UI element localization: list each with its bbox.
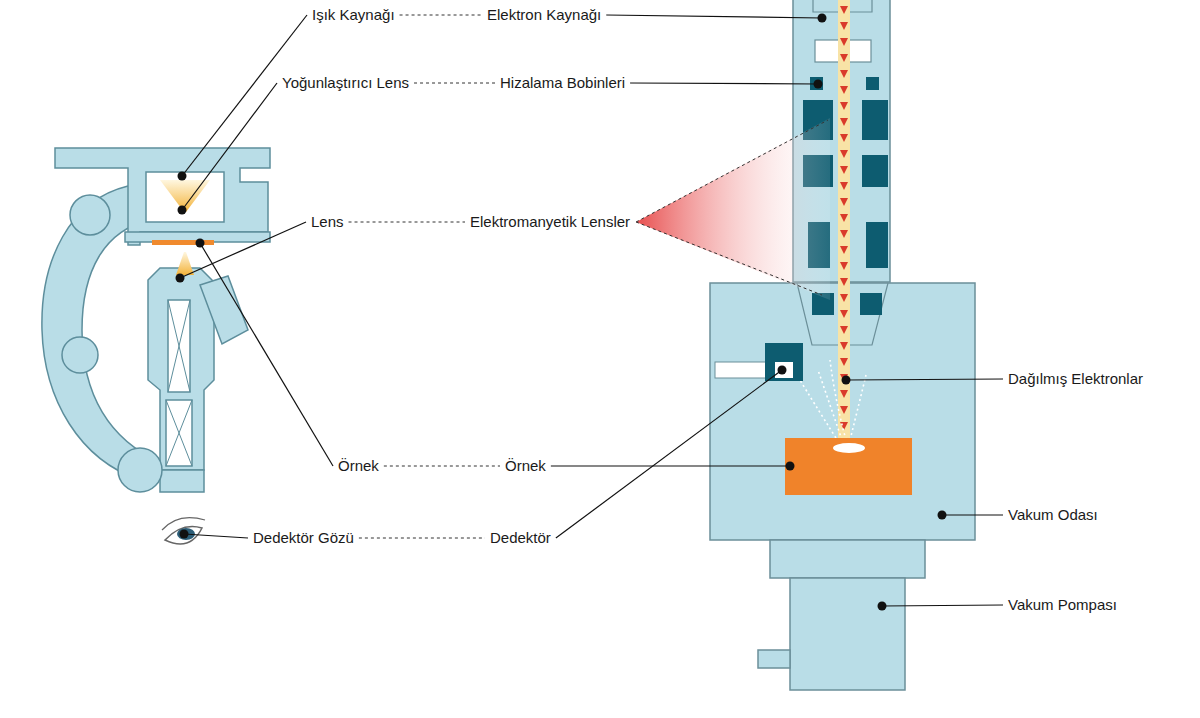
- part-label: Örnek: [505, 457, 546, 475]
- part-label: Elektron Kaynağı: [487, 6, 601, 24]
- knob: [118, 448, 162, 492]
- head: [55, 148, 270, 245]
- scattered-electrons: [800, 360, 866, 440]
- leader-line: [878, 602, 1004, 611]
- light-microscope: [42, 148, 270, 492]
- beam-arrows: [840, 6, 848, 430]
- leader-line: [180, 530, 249, 539]
- sample-slide: [152, 240, 214, 245]
- part-label: Dağılmış Elektronlar: [1008, 370, 1143, 388]
- vacuum-pump: [790, 578, 905, 690]
- leader-line: [176, 222, 307, 283]
- pair-dash: [414, 83, 495, 84]
- detector-arm: [715, 362, 795, 378]
- eyepiece: [160, 470, 204, 492]
- part-label: Dedektör: [490, 529, 551, 547]
- part-label: Elektromanyetik Lensler: [470, 213, 630, 231]
- leader-line: [606, 14, 826, 23]
- pair-dash: [384, 466, 500, 467]
- electron-beam: [838, 0, 850, 440]
- part-label: Örnek: [338, 457, 379, 475]
- part-label: Vakum Pompası: [1008, 596, 1117, 614]
- tube-window: [168, 300, 190, 392]
- detector: [765, 343, 803, 381]
- sample: [785, 438, 912, 495]
- leader-line: [551, 462, 795, 471]
- pump-port: [758, 650, 790, 668]
- light-cone-lower: [176, 252, 194, 275]
- eye-icon: [162, 518, 205, 544]
- part-label: Hizalama Bobinleri: [500, 74, 625, 92]
- pair-dash: [349, 222, 465, 223]
- lens-dash: [636, 120, 828, 222]
- pair-dash: [400, 15, 482, 16]
- beam-spot: [833, 443, 865, 453]
- leader-line: [178, 83, 278, 215]
- leader-line: [196, 239, 334, 467]
- part-label: Vakum Odası: [1008, 506, 1098, 524]
- part-label: Işık Kaynağı: [312, 6, 395, 24]
- tube-cross: [168, 300, 190, 392]
- electron-microscope: [710, 0, 975, 690]
- body-tube: [148, 268, 214, 470]
- lens-fan: [636, 118, 830, 300]
- pair-dash: [359, 538, 485, 539]
- leader-line: [842, 376, 1004, 385]
- lens-dash: [636, 222, 822, 295]
- leader-line: [556, 366, 787, 539]
- focus-block: [200, 276, 248, 344]
- leader-line: [630, 80, 822, 89]
- eyepiece-cross: [166, 400, 192, 466]
- part-label: Lens: [311, 213, 344, 231]
- eyepiece-window: [166, 400, 192, 466]
- lamp-housing: [146, 172, 224, 222]
- part-label: Yoğunlaştırıcı Lens: [282, 74, 409, 92]
- knob: [70, 195, 110, 235]
- part-label: Dedektör Gözü: [253, 529, 354, 547]
- pump-neck: [770, 540, 925, 578]
- knob: [62, 337, 98, 373]
- leader-line: [938, 511, 1004, 520]
- leader-line: [178, 15, 308, 181]
- detector-window: [775, 362, 793, 378]
